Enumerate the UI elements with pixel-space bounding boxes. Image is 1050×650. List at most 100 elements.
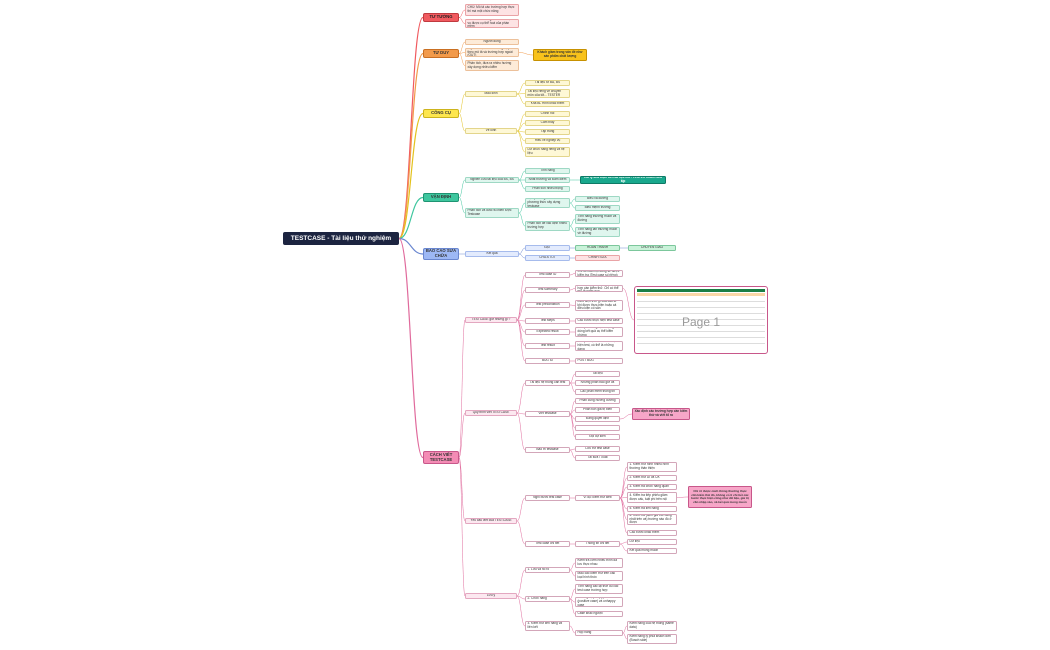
qt-item-0-1[interactable]: Những phần bao giờ và — [575, 380, 620, 386]
qt-group-0[interactable]: Tài liệu hệ thống cần test — [525, 380, 570, 386]
yc-sub-1[interactable]: Thông tin chi tiết — [575, 541, 620, 547]
chua-tot-node[interactable]: CHƯA TỐT — [525, 255, 570, 261]
testcase-sheet-preview[interactable]: Page 1 — [634, 286, 768, 354]
tp-desc-4[interactable]: Kết quả mong đợi được ghi rõ dùng kết qu… — [575, 327, 623, 337]
tp-field-4[interactable]: Expected result — [525, 329, 570, 335]
ly-group-1[interactable]: 2. Chức năng — [525, 596, 570, 602]
ly-hop-1[interactable]: Kiểm năng lý phía khách đơn (Bosch side) — [627, 634, 677, 644]
ly-item-1-1[interactable]: Trường hợp happy case (positive case) và… — [575, 597, 623, 607]
tu-duy-callout[interactable]: Khách giàm trong vấn đề như sản phẩm chấ… — [533, 49, 587, 61]
nghien-cuu-node[interactable]: Nghiên cứu tài liệu của BS, BS — [465, 177, 519, 183]
ve-kinh-item-4[interactable]: Hiểu về nghiệp vụ — [525, 138, 570, 144]
qt-item-1-1[interactable]: Phân tích giá trị biên — [575, 407, 620, 413]
yc-group-0[interactable]: Nghĩ bước test case — [525, 495, 570, 501]
hoan-thanh-node[interactable]: HOÀN THÀNH — [575, 245, 620, 251]
tp-desc-0[interactable]: Chỉ số của mọi dòng sẽ được kiểm tra (Te… — [575, 270, 623, 277]
ly-group-2[interactable]: 3. Kiểm thử liên năng và liên kết — [525, 621, 570, 631]
tp-field-1[interactable]: Test summary — [525, 287, 570, 293]
ve-kinh-item-5[interactable]: Dữ chức năng riêng và hệ liệu — [525, 147, 570, 157]
pt-sub1-item-2[interactable]: Biểu mệnh trướng — [575, 205, 620, 211]
category-cach-viet[interactable]: CÁCH VIẾT TESTCASE — [423, 451, 459, 464]
tp-field-0[interactable]: Test case ID — [525, 272, 570, 278]
ly-item-2-0[interactable]: Hộp nàng — [575, 630, 623, 636]
yc-group-1[interactable]: Test case chi tiết — [525, 541, 570, 547]
qt-item-1-0[interactable]: Phân cung hướng đường — [575, 398, 620, 404]
thanh-phan-node[interactable]: TESTCASE giờ những gì ? — [465, 317, 517, 323]
yc-item-0-2[interactable]: 3. Kiểm tra chức năng quan — [627, 484, 677, 490]
qt-item-1-3[interactable] — [575, 425, 620, 431]
mau-kinh-node[interactable]: Màu kinh — [465, 91, 517, 97]
category-bao-cao[interactable]: BÁO CÁO SỬA CHỮA — [423, 248, 459, 260]
ly-item-0-0[interactable]: Kiểm tra cơm nhiều trình đa lưu thực nha… — [575, 558, 623, 568]
yc-item-1-0[interactable]: Dữ liệu — [627, 539, 677, 545]
pt-sub2-item-2[interactable]: Tính năng lần thường muốn về đường — [575, 227, 620, 237]
nghien-cuu-item-2[interactable]: Nhất thường và Đảm điểm — [525, 177, 570, 183]
connector-nghien-cuu-node-to-nghien-cuu-item-3 — [518, 179, 526, 190]
phan-tich-sub-1[interactable]: Lựa phương án thử phương thức xây dựng t… — [525, 198, 570, 208]
category-tu-duy[interactable]: TƯ DUY — [423, 49, 459, 58]
tu-tuong-item-2[interactable]: Tối ưu tốc tường cho các nhiệm vụ được c… — [465, 19, 519, 28]
yc-item-0-5[interactable]: 6. Kiểm tra (định giá thứ bằng nhất trên… — [627, 514, 677, 525]
quy-trinh-callout[interactable]: Xác định các trường hợp cần kiểm thử và … — [632, 408, 690, 420]
qt-group-1[interactable]: Viết testcase — [525, 411, 570, 417]
ly-item-0-1[interactable]: Mẫu các kiểm thử trên các loại hình thức — [575, 571, 623, 581]
ve-kinh-item-2[interactable]: Cảm thấy — [525, 120, 570, 126]
qt-item-1-4[interactable]: Đội dự kiến — [575, 434, 620, 440]
qt-item-2-0[interactable]: Lưu trữ test case — [575, 446, 620, 452]
yc-item-0-4[interactable]: 5. Kiểm tra liên năng — [627, 506, 677, 512]
qt-item-0-0[interactable]: Tài liệu — [575, 371, 620, 377]
yc-item-0-3[interactable]: 4. Kiểm tra tiếp phiếu giảm được cấu, lu… — [627, 492, 677, 503]
yeu-cau-callout[interactable]: Chỉ rõ được cách thông thường thực cần k… — [688, 486, 752, 508]
tp-field-3[interactable]: Test steps — [525, 318, 570, 324]
qt-item-0-2[interactable]: Các phần mềm thông tin — [575, 389, 620, 395]
nghien-cuu-item-3[interactable]: Phân tích nhiều trọng — [525, 186, 570, 192]
dat-node[interactable]: ĐẠT — [525, 245, 570, 251]
tu-duy-item-3[interactable]: Phân tích, đưa ra nhiều hướng xây dựng n… — [465, 60, 519, 71]
tu-duy-item-1[interactable]: Người dùng — [465, 39, 519, 45]
tp-desc-3[interactable]: Các bước thực hiện test case — [575, 318, 623, 324]
yc-item-0-6[interactable]: Các bước khác thêm — [627, 530, 677, 536]
tp-desc-2[interactable]: Điều kiện trên gì của cầu từ khi được th… — [575, 300, 623, 311]
ly-item-1-2[interactable]: Case khác ngược — [575, 611, 623, 617]
qt-group-2[interactable]: Bảo trì testcase — [525, 447, 570, 453]
mau-kinh-item-3[interactable]: Khá BL Hình khác thêm — [525, 101, 570, 107]
nghien-cuu-item-1[interactable]: Tính năng — [525, 168, 570, 174]
tu-tuong-item-1[interactable]: CHỦ: Mô tả các trường hợp thực thi mà mộ… — [465, 4, 519, 16]
chinh-sua-node[interactable]: CHỈNH SỬA — [575, 255, 620, 261]
ve-kinh-node[interactable]: Vẽ kinh — [465, 128, 517, 134]
tp-desc-6[interactable]: POST BUG — [575, 358, 623, 364]
phan-tich-node[interactable]: Phân tích và đưa ra chiến lược Testcase — [465, 208, 519, 218]
ly-item-1-0[interactable]: Tính năng các lại thời đủ các test case … — [575, 584, 623, 594]
category-cong-cu[interactable]: CÔNG CỤ — [423, 109, 459, 118]
pt-sub2-item-1[interactable]: Tính năng thường muốn và đường — [575, 214, 620, 224]
tp-desc-5[interactable]: Kết quả thực tế sau khi thực hiện test, … — [575, 341, 623, 351]
ly-hop-0[interactable]: Kiểm năng của hệ thống (same data) — [627, 621, 677, 631]
tp-field-2[interactable]: Test precondition — [525, 302, 570, 308]
yeu-cau-node[interactable]: Yêu cầu viết của TESTCASE — [465, 518, 517, 524]
pt-sub1-item-1[interactable]: Biểu và đường — [575, 196, 620, 202]
tp-field-5[interactable]: Test result — [525, 343, 570, 349]
root-node[interactable]: TESTCASE - Tài liệu thử nghiệm — [283, 232, 399, 245]
qt-item-1-2[interactable]: Đảng quyết định — [575, 416, 620, 422]
phan-tich-sub-2[interactable]: Phân tích để xác định nhiều trường hợp — [525, 221, 570, 231]
yc-item-1-1[interactable]: Kết quả mong muốn — [627, 548, 677, 554]
tu-duy-item-2[interactable]: Lập kế hoạch các trường hợp theo mô tả v… — [465, 48, 519, 57]
chuyen-giao-node[interactable]: CHUYỂN GIAO — [628, 245, 676, 251]
qt-item-2-1[interactable]: Tài sửa / Xuất — [575, 455, 620, 461]
ve-kinh-item-3[interactable]: Tập trung — [525, 129, 570, 135]
tp-field-6[interactable]: BUG ID — [525, 358, 570, 364]
ket-qua-node[interactable]: Kết quả — [465, 251, 519, 257]
nghien-cuu-callout[interactable]: Hỏi lý khả thực tiễn tài liệu BS - TESTE… — [580, 176, 666, 184]
quy-trinh-node[interactable]: Quy trình viết TESTCASE — [465, 410, 517, 416]
yc-item-0-0[interactable]: 1. Kiểm thử hình nhiều hình thường thân … — [627, 462, 677, 472]
ve-kinh-item-1[interactable]: Chính nối — [525, 111, 570, 117]
yc-sub-0[interactable]: Ví dụ: kiểm thử web — [575, 495, 620, 501]
luu-y-node[interactable]: Lưu ý — [465, 593, 517, 599]
yc-item-0-1[interactable]: 2. Kiểm thử UI và UX — [627, 475, 677, 481]
tp-desc-1[interactable]: Cô mô tả tả bản đồ thường hợp cần kiểm t… — [575, 285, 623, 292]
category-tu-tuong[interactable]: TƯ TƯỞNG — [423, 13, 459, 22]
category-van-dinh[interactable]: VẬN ĐỊNH — [423, 193, 459, 202]
ly-group-0[interactable]: 1. Lưu và nó rõ — [525, 567, 570, 573]
mau-kinh-item-2[interactable]: Tài liệu riêng về chuyên môn của tốt... … — [525, 89, 570, 98]
mau-kinh-item-1[interactable]: Tài liệu từ BA, BS — [525, 80, 570, 86]
